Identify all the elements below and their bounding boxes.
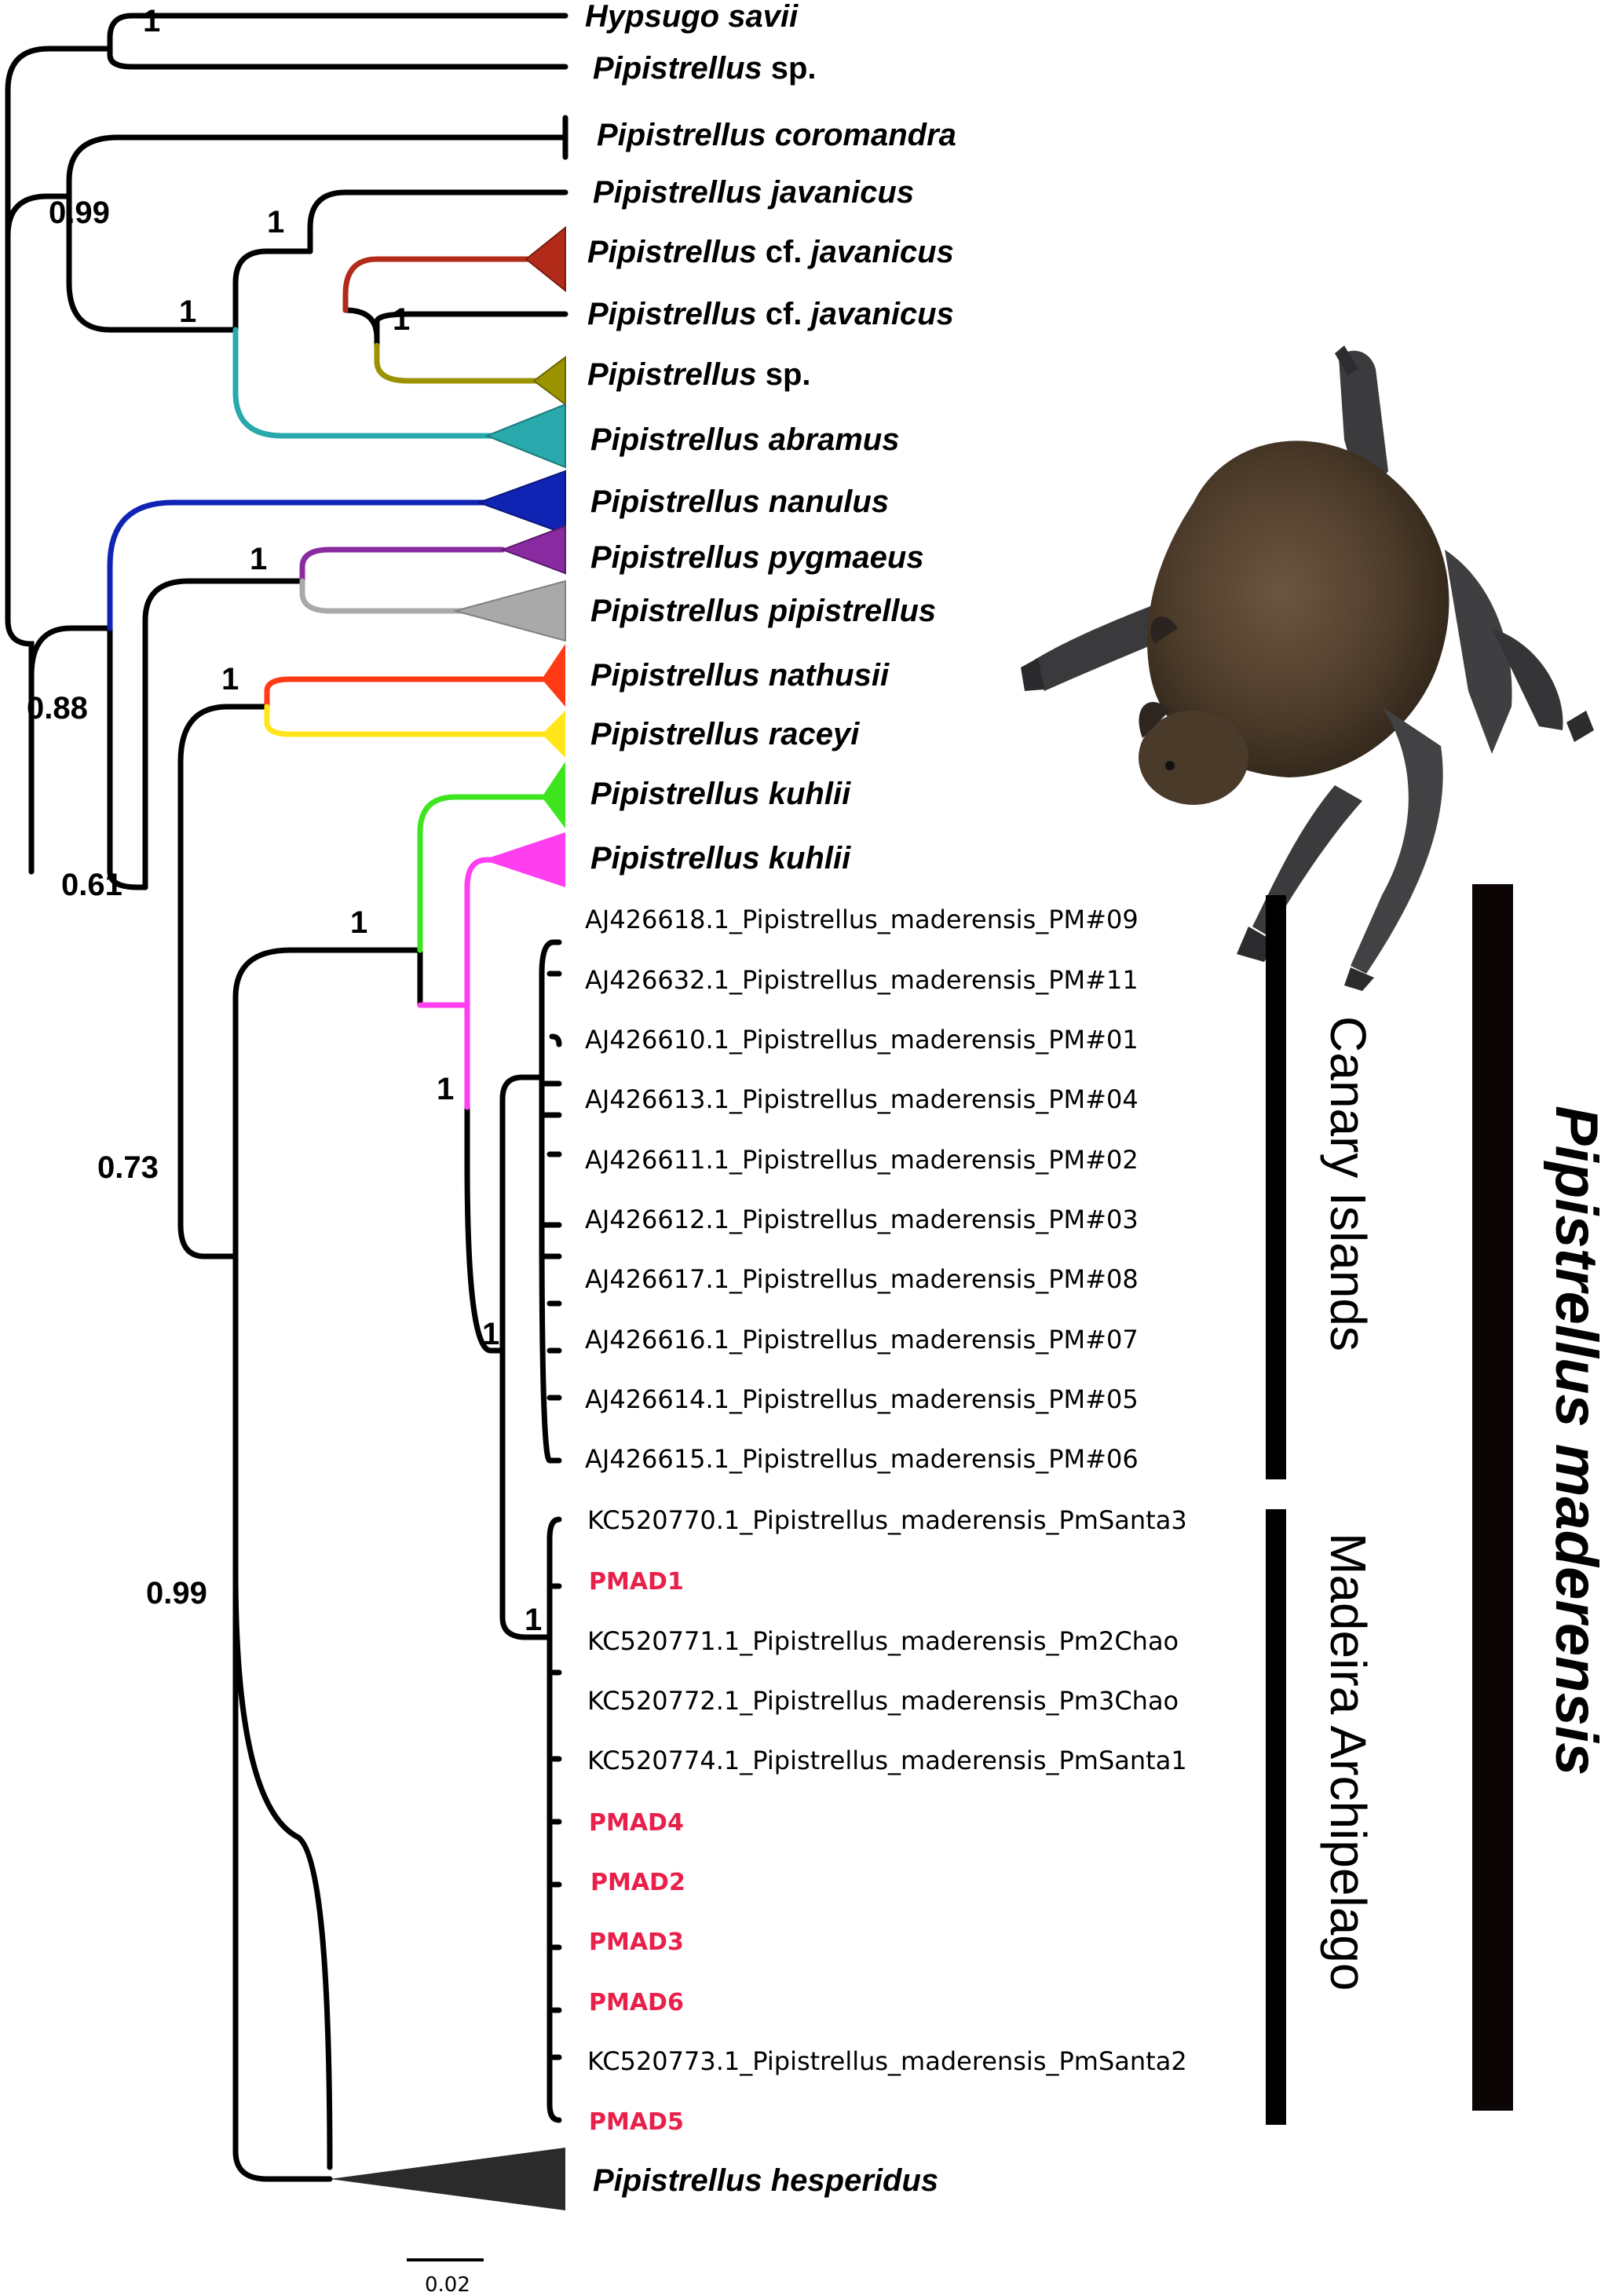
pmad-label: PMAD4 <box>589 1809 684 1837</box>
support-value: 0.73 <box>97 1150 159 1185</box>
pmad-label: PMAD3 <box>589 1929 684 1956</box>
clade-sp-olive <box>532 356 566 406</box>
clade-pygmaeus <box>500 525 566 575</box>
accession-label: KC520771.1_Pipistrellus_maderensis_Pm2Ch… <box>587 1626 1179 1656</box>
svg-text:Pipistrellus sp.: Pipistrellus sp. <box>593 51 817 86</box>
canary-accession-labels: AJ426618.1_Pipistrellus_maderensis_PM#09… <box>585 905 1139 1474</box>
svg-text:Pipistrellus kuhlii: Pipistrellus kuhlii <box>590 777 851 811</box>
svg-text:Pipistrellus pipistrellus: Pipistrellus pipistrellus <box>590 594 936 628</box>
svg-text:Pipistrellus coromandra: Pipistrellus coromandra <box>597 118 956 152</box>
canary-bar <box>1266 895 1286 1479</box>
tree-branches <box>5 13 568 2182</box>
support-value: 1 <box>393 302 410 337</box>
pmad-label: PMAD5 <box>589 2108 684 2136</box>
colored-branches <box>107 256 553 1110</box>
support-values: 1 0.99 1 1 1 1 1 0.88 0.61 1 1 0.73 1 0.… <box>27 4 542 1637</box>
svg-text:Pipistrellus javanicus: Pipistrellus javanicus <box>593 175 914 210</box>
accession-label: KC520773.1_Pipistrellus_maderensis_PmSan… <box>587 2046 1187 2076</box>
accession-label: AJ426617.1_Pipistrellus_maderensis_PM#08 <box>585 1264 1139 1294</box>
scale-bar-label: 0.02 <box>425 2273 470 2296</box>
clade-nathusii <box>542 644 565 707</box>
support-value: 1 <box>143 4 160 38</box>
svg-text:Pipistrellus nathusii: Pipistrellus nathusii <box>590 658 890 693</box>
support-value: 1 <box>525 1603 542 1637</box>
support-value: 1 <box>482 1317 499 1351</box>
svg-text:Pipistrellus hesperidus: Pipistrellus hesperidus <box>593 2163 938 2198</box>
svg-text:Pipistrellus sp.: Pipistrellus sp. <box>587 357 811 392</box>
accession-label: KC520772.1_Pipistrellus_maderensis_Pm3Ch… <box>587 1686 1179 1716</box>
svg-text:Pipistrellus cf. javanicus: Pipistrellus cf. javanicus <box>587 235 954 269</box>
accession-label: AJ426618.1_Pipistrellus_maderensis_PM#09 <box>585 905 1139 934</box>
svg-text:Pipistrellus kuhlii: Pipistrellus kuhlii <box>590 841 851 876</box>
canary-label: Canary Islands <box>1320 1016 1376 1351</box>
accession-label: AJ426610.1_Pipistrellus_maderensis_PM#01 <box>585 1025 1139 1055</box>
svg-text:Pipistrellus abramus: Pipistrellus abramus <box>590 422 899 457</box>
clade-pipistrellus <box>452 579 566 642</box>
clade-abramus <box>484 403 566 469</box>
pmad-label: PMAD6 <box>589 1989 684 2016</box>
species-labels: Hypsugo savii Pipistrellus sp. Pipistrel… <box>585 0 956 2198</box>
accession-label: AJ426613.1_Pipistrellus_maderensis_PM#04 <box>585 1084 1139 1114</box>
clade-kuhlii-green <box>542 762 565 828</box>
svg-text:Pipistrellus nanulus: Pipistrellus nanulus <box>590 484 889 519</box>
collapsed-clades <box>330 225 566 2210</box>
accession-label: AJ426615.1_Pipistrellus_maderensis_PM#06 <box>585 1444 1139 1474</box>
support-value: 0.61 <box>61 868 122 902</box>
clade-raceyi <box>542 711 565 758</box>
support-value: 1 <box>267 205 284 239</box>
accession-label: AJ426614.1_Pipistrellus_maderensis_PM#05 <box>585 1384 1139 1414</box>
accession-label: KC520774.1_Pipistrellus_maderensis_PmSan… <box>587 1746 1187 1775</box>
support-value: 0.99 <box>49 196 110 230</box>
svg-text:Pipistrellus pygmaeus: Pipistrellus pygmaeus <box>590 540 924 575</box>
accession-label: KC520770.1_Pipistrellus_maderensis_PmSan… <box>587 1505 1187 1535</box>
group-labels: Canary Islands Madeira Archipelago Pipis… <box>1320 1016 1610 1991</box>
species-bar <box>1472 884 1513 2111</box>
group-bars <box>1266 884 1513 2125</box>
accession-label: AJ426616.1_Pipistrellus_maderensis_PM#07 <box>585 1325 1139 1355</box>
madeira-label: Madeira Archipelago <box>1320 1533 1376 1991</box>
pmad-label: PMAD1 <box>589 1568 684 1596</box>
species-label: Pipistrellus maderensis <box>1543 1106 1610 1775</box>
support-value: 0.99 <box>146 1576 207 1610</box>
svg-text:Pipistrellus cf. javanicus: Pipistrellus cf. javanicus <box>587 297 954 331</box>
madeira-bar <box>1266 1509 1286 2125</box>
support-value: 1 <box>221 662 239 696</box>
support-value: 0.88 <box>27 691 88 726</box>
pmad-label: PMAD2 <box>590 1869 685 1896</box>
clade-nanulus <box>477 470 566 536</box>
clade-hesperidus <box>330 2148 565 2210</box>
support-value: 1 <box>437 1072 454 1106</box>
support-value: 1 <box>179 294 196 329</box>
clade-cf-javanicus <box>525 225 566 293</box>
bat-photo <box>1021 345 1594 991</box>
madeira-accession-labels: KC520770.1_Pipistrellus_maderensis_PmSan… <box>587 1505 1187 2136</box>
accession-label: AJ426632.1_Pipistrellus_maderensis_PM#11 <box>585 965 1139 995</box>
support-value: 1 <box>350 905 367 940</box>
svg-text:Pipistrellus raceyi: Pipistrellus raceyi <box>590 717 860 751</box>
clade-kuhlii-pink <box>483 832 565 887</box>
accession-label: AJ426612.1_Pipistrellus_maderensis_PM#03 <box>585 1205 1139 1234</box>
accession-label: AJ426611.1_Pipistrellus_maderensis_PM#02 <box>585 1145 1139 1175</box>
support-value: 1 <box>250 542 267 576</box>
svg-text:Hypsugo savii: Hypsugo savii <box>585 0 799 34</box>
scale-bar: 0.02 <box>407 2258 484 2296</box>
